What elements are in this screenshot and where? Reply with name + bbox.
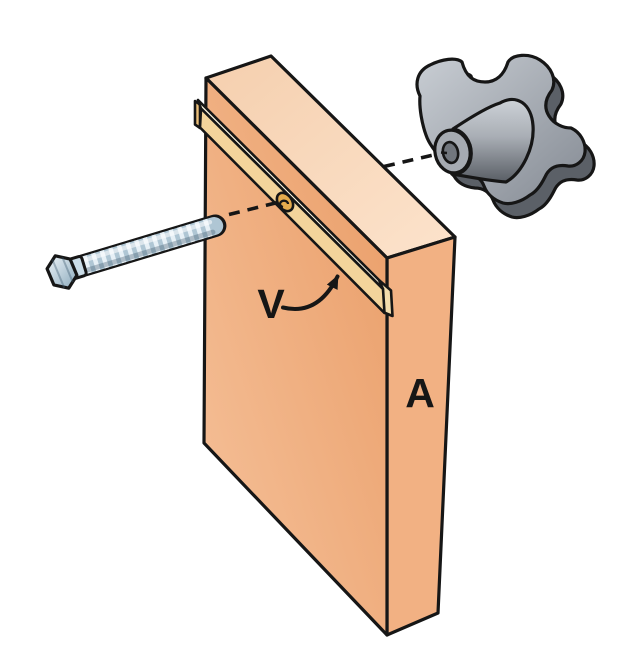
star-knob xyxy=(415,53,596,220)
knob-center-hole xyxy=(441,140,460,165)
cleat-arrow xyxy=(281,274,340,311)
annotations: V A xyxy=(257,274,435,416)
cleat-strip xyxy=(193,98,394,318)
knob-hole-notch xyxy=(440,151,448,155)
bolt-thread-shade xyxy=(85,229,216,273)
bolt-thread-sheen xyxy=(83,219,213,262)
bolt-hole xyxy=(275,191,295,213)
hex-bolt xyxy=(45,214,227,290)
knob-axis-dash xyxy=(383,150,447,169)
board-front-face xyxy=(202,76,389,637)
board-side-face xyxy=(385,235,457,637)
bolt-thread-ridges xyxy=(82,217,216,274)
cleat-front-face xyxy=(198,107,386,315)
bolt-head xyxy=(45,254,79,290)
panel-board xyxy=(202,54,457,637)
bolt-axis-dash xyxy=(228,200,278,217)
cleat-label: V xyxy=(257,281,285,327)
panel-label: A xyxy=(405,370,435,416)
alignment-dashes xyxy=(228,150,447,217)
